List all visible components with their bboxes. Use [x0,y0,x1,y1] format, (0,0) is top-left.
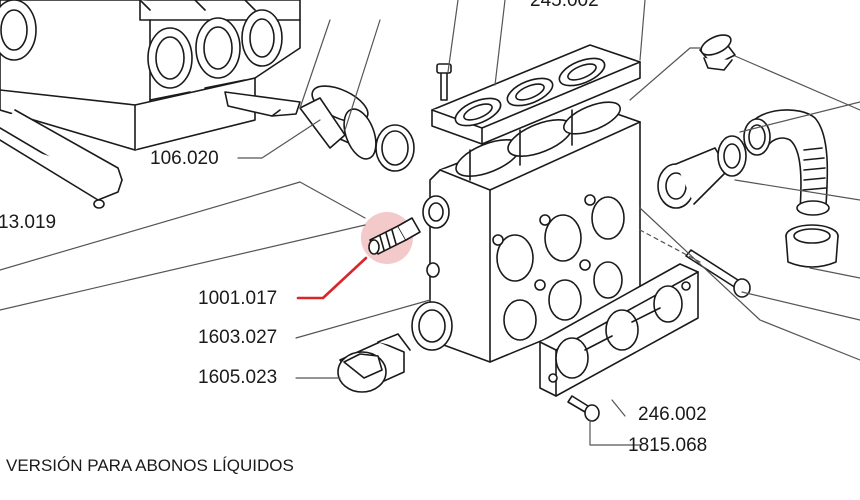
part-label-246-002: 246.002 [638,404,707,425]
drain-plug-part [337,333,411,393]
cylinder-sleeve-part [299,85,377,160]
diagram-caption: VERSIÓN PARA ABONOS LÍQUIDOS [6,456,294,475]
highlight-leader-line [296,256,368,300]
front-cover-plate-part [539,263,699,397]
base-rail-part [0,91,301,209]
leader-lines [0,0,860,446]
part-label-1815-068: 1815.068 [628,435,708,456]
o-ring-part [375,124,415,172]
elbow-hose-part [743,109,830,216]
highlighted-fitting-part [361,212,421,264]
hose-nut-part [785,224,839,268]
part-label-1605-023: 1605.023 [198,367,278,388]
top-screw-part [436,63,452,101]
pump-housing-part [0,0,301,151]
pump-head-block-part [411,101,641,363]
fitting-part [657,135,747,209]
part-label-245-002: 245.002 [530,0,599,11]
part-label-1603-027: 1603.027 [198,327,278,348]
plug-part [699,34,736,71]
part-label-13-019: 13.019 [0,212,57,233]
part-label-106-020: 106.020 [150,148,219,169]
part-label-1001-017: 1001.017 [198,288,278,309]
bottom-screw-part [567,395,600,422]
valve-plate-part [431,44,641,145]
